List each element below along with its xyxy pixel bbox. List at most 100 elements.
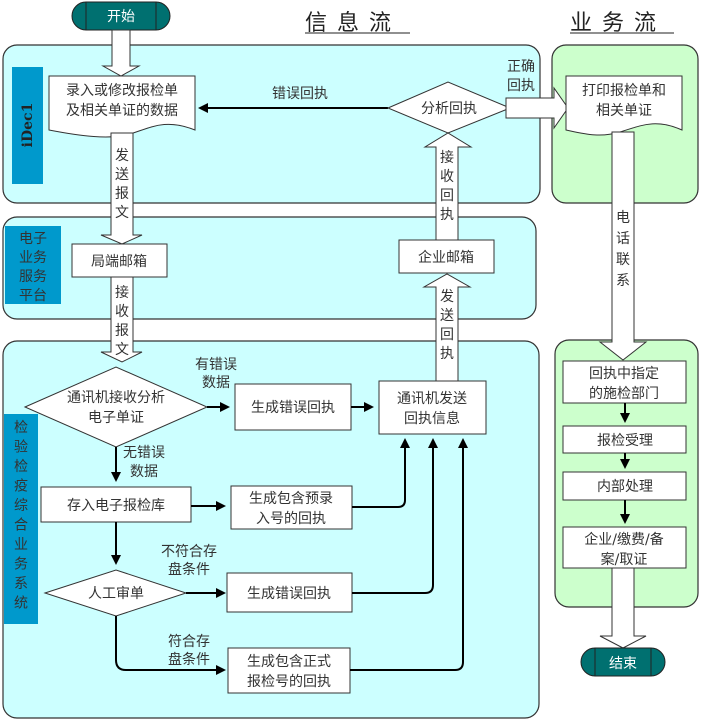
text-line: 报检号的回执 xyxy=(247,674,331,690)
header-business-flow: 业务流 xyxy=(570,11,666,36)
text-line: 发 xyxy=(115,148,129,164)
text-line: 的施检部门 xyxy=(589,386,659,402)
text-line: 案/取证 xyxy=(601,551,648,568)
gen-pre-entry-receipt-box[interactable] xyxy=(230,485,353,530)
store-db-box[interactable] xyxy=(40,486,192,523)
meet-line xyxy=(115,616,226,675)
text-line: 送 xyxy=(440,308,454,324)
text-line: 通讯机接收分析 xyxy=(67,389,165,406)
text-line: 电子 xyxy=(19,231,47,247)
text-line: 企业/缴费/备 xyxy=(584,531,663,548)
bureau-mailbox-box[interactable] xyxy=(71,243,168,278)
text-line: 回执中指定 xyxy=(589,366,659,382)
internal-label: 内部处理 xyxy=(597,479,653,495)
analyze-receipt-label: 分析回执 xyxy=(421,101,477,117)
text-line: 收 xyxy=(115,304,129,320)
text-line: 报 xyxy=(115,186,129,202)
manual-review-label: 人工审单 xyxy=(88,586,144,602)
text-line: 回 xyxy=(440,188,454,204)
gen-error-receipt-2-box[interactable] xyxy=(226,572,353,613)
text-line: 收 xyxy=(440,169,454,185)
error2-to-send-line xyxy=(352,438,438,594)
text-line: 报 xyxy=(115,323,129,339)
fee-text: 企业/缴费/备案/取证 xyxy=(584,531,663,568)
text-line: 不符合存 xyxy=(161,544,217,560)
text-line: 接 xyxy=(440,149,454,166)
text-line: 执 xyxy=(440,207,454,223)
text-line: 业 xyxy=(14,537,28,553)
formal-to-send-line xyxy=(350,438,468,671)
send-message-arrow xyxy=(100,132,143,245)
gen-error-receipt-2-label: 生成错误回执 xyxy=(247,586,331,602)
text-line: 盘条件 xyxy=(168,561,210,578)
phone-contact-arrow xyxy=(598,131,648,361)
start-label: 开始 xyxy=(107,9,135,25)
send-receipt-arrow xyxy=(422,273,472,382)
lane-label-ciq xyxy=(4,414,38,624)
comm-send-box[interactable] xyxy=(378,380,487,435)
gen-error-receipt-1-label: 生成错误回执 xyxy=(251,400,335,416)
text-line: 文 xyxy=(115,342,129,358)
fee-box[interactable] xyxy=(562,526,687,569)
text-line: 生成包含预录 xyxy=(249,491,333,507)
text-line: 无错误 xyxy=(123,445,165,461)
text-line: 相关单证 xyxy=(596,103,652,119)
accept-box[interactable] xyxy=(562,425,687,454)
text-line: 接 xyxy=(115,284,129,301)
text-line: 联 xyxy=(616,252,630,268)
text-line: 验 xyxy=(14,440,28,456)
text-line: 服务 xyxy=(19,269,47,285)
dept-box[interactable] xyxy=(562,360,687,404)
correct-receipt-arrow xyxy=(505,86,569,130)
text-line: 检 xyxy=(14,459,28,475)
gen-formal-receipt-box[interactable] xyxy=(227,647,351,694)
text-line: 电 xyxy=(616,210,630,226)
text-line: 系 xyxy=(14,576,28,592)
text-line: 录入或修改报检单 xyxy=(66,83,178,99)
text-line: 生成包含正式 xyxy=(247,654,331,670)
company-mailbox-box[interactable] xyxy=(398,239,495,274)
text-line: 业务 xyxy=(19,250,47,266)
text-line: 疫 xyxy=(14,479,28,495)
lane-label-idec xyxy=(12,67,43,184)
text-line: 系 xyxy=(616,273,630,289)
text-line: 统 xyxy=(14,596,28,612)
text-line: 送 xyxy=(115,167,129,183)
error-receipt-label: 错误回执 xyxy=(272,86,328,102)
gen-error-receipt-1-box[interactable] xyxy=(234,383,352,431)
text-line: 通讯机发送 xyxy=(397,391,467,407)
text-line: 及相关单证的数据 xyxy=(66,103,178,119)
lane-label-idec-text: iDec1 xyxy=(20,103,36,148)
end-terminal[interactable] xyxy=(580,647,666,677)
text-line: 平台 xyxy=(19,288,47,304)
text-line: 打印报检单和 xyxy=(582,82,666,99)
fee-to-end-arrow xyxy=(599,567,647,649)
store-db-label: 存入电子报检库 xyxy=(67,498,165,514)
accept-label: 报检受理 xyxy=(597,433,653,449)
text-line: 回执 xyxy=(507,78,535,94)
text-line: 数据 xyxy=(202,375,230,391)
text-line: 入号的回执 xyxy=(256,511,326,527)
text-line: 回执信息 xyxy=(404,410,460,427)
receive-receipt-arrow xyxy=(423,132,473,245)
text-line: 符合存 xyxy=(168,634,210,650)
text-line: 正确 xyxy=(507,59,535,75)
company-mailbox-label: 企业邮箱 xyxy=(418,249,474,266)
text-line: 综 xyxy=(14,498,28,514)
